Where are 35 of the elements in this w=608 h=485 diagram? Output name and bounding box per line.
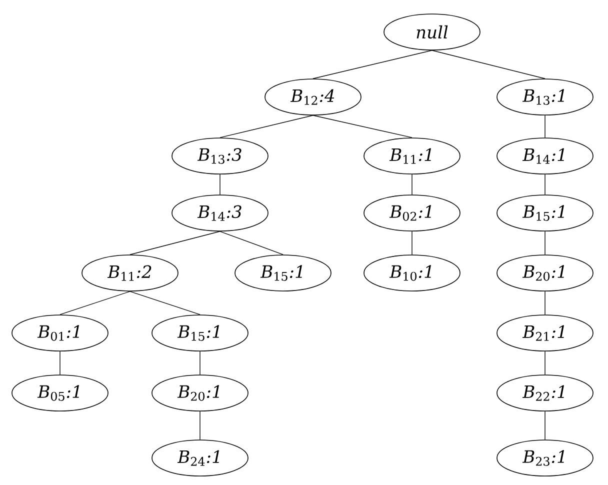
tree-node: B$_{11}$:1 (364, 138, 460, 174)
tree-node: B$_{20}$:1 (496, 254, 594, 292)
tree-node: B$_{12}$:4 (264, 78, 362, 116)
tree-edge (544, 174, 546, 195)
tree-node: B$_{20}$:1 (152, 374, 248, 412)
tree-edge (220, 115, 314, 138)
tree-edge (312, 50, 432, 79)
tree-node: B$_{15}$:1 (234, 254, 332, 292)
tree-edge (544, 115, 546, 138)
tree-node: B$_{13}$:1 (496, 78, 594, 116)
tree-edge (544, 291, 546, 315)
tree-node: null (384, 14, 480, 50)
tree-node: B$_{13}$:3 (172, 138, 268, 174)
tree-edge (544, 411, 546, 440)
tree-edge (130, 231, 220, 255)
tree-edge (432, 50, 546, 79)
tree-node: B$_{10}$:1 (364, 254, 460, 292)
tree-edge (312, 115, 412, 138)
tree-node: B$_{05}$:1 (12, 374, 108, 412)
tree-node: B$_{14}$:3 (172, 194, 268, 232)
tree-node: B$_{11}$:2 (82, 254, 178, 292)
tree-edge (220, 231, 284, 255)
tree-node: B$_{15}$:1 (152, 314, 248, 352)
tree-edge (130, 291, 200, 315)
tree-node: B$_{15}$:1 (496, 194, 594, 232)
tree-node: B$_{02}$:1 (364, 194, 460, 232)
tree-node: B$_{21}$:1 (496, 314, 594, 352)
tree-node: B$_{14}$:1 (496, 138, 594, 174)
tree-edge (60, 291, 130, 315)
tree-edge (544, 351, 546, 375)
tree-node: B$_{24}$:1 (152, 440, 248, 476)
tree-node: B$_{22}$:1 (496, 374, 594, 412)
tree-edge (544, 231, 546, 255)
tree-node: B$_{23}$:1 (496, 440, 594, 476)
tree-node: B$_{01}$:1 (12, 314, 108, 352)
